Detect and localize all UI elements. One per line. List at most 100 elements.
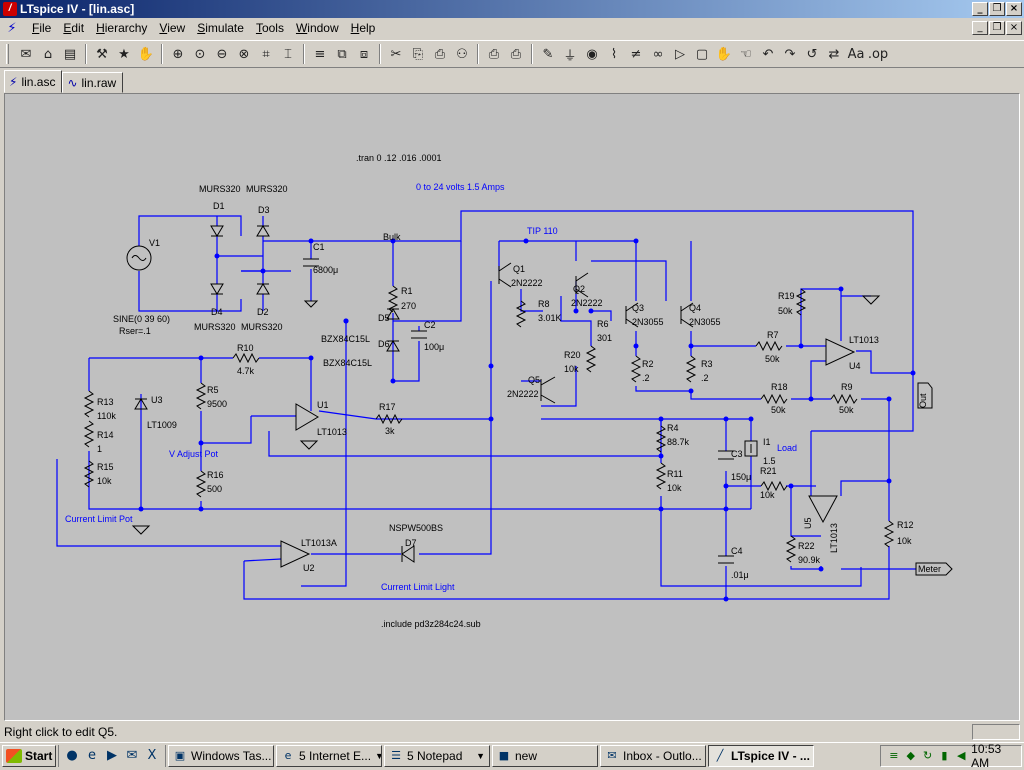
wires[interactable] xyxy=(56,210,916,600)
tab-lin-asc[interactable]: ⚡lin.asc xyxy=(4,70,63,93)
label-c4-value[interactable]: .01μ xyxy=(731,570,749,580)
label-v1-value[interactable]: SINE(0 39 60) xyxy=(113,314,170,324)
label-q5[interactable]: Q5 xyxy=(528,375,540,385)
media-player-icon[interactable]: ▶ xyxy=(107,747,117,763)
label-r1-value[interactable]: 270 xyxy=(401,301,416,311)
chevron-down-icon[interactable]: ▼ xyxy=(476,750,485,761)
mdi-close-button[interactable]: × xyxy=(1006,21,1022,35)
control-panel-icon[interactable]: ⚒ xyxy=(96,46,108,62)
label-r9[interactable]: R9 xyxy=(841,382,853,392)
comment-spec[interactable]: 0 to 24 volts 1.5 Amps xyxy=(416,182,505,192)
label-r13-value[interactable]: 110k xyxy=(97,411,116,421)
label-r14[interactable]: R14 xyxy=(97,430,114,440)
label-r10-value[interactable]: 4.7k xyxy=(237,366,255,376)
comment-v-adjust-pot[interactable]: V Adjust Pot xyxy=(169,449,219,459)
drag-icon[interactable]: ☜ xyxy=(740,46,752,62)
mdi-restore-button[interactable]: ❐ xyxy=(989,21,1005,35)
minimize-button[interactable]: _ xyxy=(972,2,988,16)
label-u2[interactable]: U2 xyxy=(303,563,315,573)
label-r19-value[interactable]: 50k xyxy=(778,306,793,316)
label-d3-model[interactable]: MURS320 xyxy=(246,184,288,194)
comment-current-limit-light[interactable]: Current Limit Light xyxy=(381,582,455,592)
label-r22[interactable]: R22 xyxy=(798,541,815,551)
label-i1-value[interactable]: 1.5 xyxy=(763,456,776,466)
taskbar-button[interactable]: ■new xyxy=(492,744,598,767)
label-out[interactable]: Out xyxy=(918,393,928,408)
label-r18[interactable]: R18 xyxy=(771,382,788,392)
label-c1[interactable]: C1 xyxy=(313,242,325,252)
label-q3-model[interactable]: 2N3055 xyxy=(632,317,664,327)
zoom-out-icon[interactable]: ⊖ xyxy=(216,46,228,62)
toolbar-grip[interactable] xyxy=(6,44,9,64)
label-r20-value[interactable]: 10k xyxy=(564,364,579,374)
label-r12-value[interactable]: 10k xyxy=(897,536,912,546)
inductor-icon[interactable]: ∞ xyxy=(652,46,664,62)
label-d5-model[interactable]: BZX84C15L xyxy=(321,334,370,344)
schematic-labels[interactable]: .tran 0 .12 .016 .0001 .include pd3z284c… xyxy=(97,153,941,629)
schematic-icon[interactable]: ⚡ xyxy=(7,20,17,35)
label-u4[interactable]: U4 xyxy=(849,361,861,371)
label-r19[interactable]: R19 xyxy=(778,291,795,301)
label-c1-value[interactable]: 6800μ xyxy=(313,265,338,275)
label-d7[interactable]: D7 xyxy=(405,538,417,548)
run-icon[interactable]: ★ xyxy=(118,46,130,62)
directive-include[interactable]: .include pd3z284c24.sub xyxy=(381,619,481,629)
menu-view[interactable]: View xyxy=(159,21,186,35)
spice-directive-icon[interactable]: .op xyxy=(867,46,889,62)
label-r12[interactable]: R12 xyxy=(897,520,914,530)
label-meter[interactable]: Meter xyxy=(918,564,941,574)
label-r6[interactable]: R6 xyxy=(597,319,609,329)
label-d4[interactable]: D4 xyxy=(211,307,223,317)
undo-icon[interactable]: ↶ xyxy=(762,46,774,62)
pan-icon[interactable]: ✋ xyxy=(137,46,155,62)
label-c2[interactable]: C2 xyxy=(424,320,436,330)
open-icon[interactable]: ⌂ xyxy=(43,46,53,62)
label-r17-value[interactable]: 3k xyxy=(385,426,395,436)
label-u4-model[interactable]: LT1013 xyxy=(849,335,879,345)
label-r4-value[interactable]: 88.7k xyxy=(667,437,690,447)
label-r8-value[interactable]: 3.01K xyxy=(538,313,562,323)
label-r3[interactable]: R3 xyxy=(701,359,713,369)
tab-lin-raw[interactable]: ∿lin.raw xyxy=(62,72,124,93)
label-r7-value[interactable]: 50k xyxy=(765,354,780,364)
battery-icon[interactable]: ▮ xyxy=(941,749,948,762)
label-i1[interactable]: I1 xyxy=(763,437,771,447)
capacitor-icon[interactable]: ≠ xyxy=(630,46,642,62)
ltspice-icon[interactable]: / xyxy=(3,2,17,16)
close-button[interactable]: × xyxy=(1006,2,1022,16)
ground-icon[interactable]: ⏚ xyxy=(563,48,577,64)
label-q5-model[interactable]: 2N2222 xyxy=(507,389,539,399)
label-r16-value[interactable]: 500 xyxy=(207,484,222,494)
label-c4[interactable]: C4 xyxy=(731,546,743,556)
firefox-icon[interactable]: ● xyxy=(66,747,78,763)
chevron-down-icon[interactable]: ▼ xyxy=(375,751,381,761)
cut-icon[interactable]: ✂ xyxy=(390,46,402,62)
grid-icon[interactable]: ⌗ xyxy=(262,46,270,62)
excel-icon[interactable]: X xyxy=(147,747,157,763)
taskbar-button[interactable]: ╱LTspice IV - ... xyxy=(708,744,814,767)
schematic-canvas[interactable]: .tran 0 .12 .016 .0001 .include pd3z284c… xyxy=(4,93,1020,721)
label-r11[interactable]: R11 xyxy=(667,469,683,479)
label-c3-value[interactable]: 150μ xyxy=(731,472,751,482)
label-q4-model[interactable]: 2N3055 xyxy=(689,317,721,327)
schematic-comments[interactable]: 0 to 24 volts 1.5 Amps TIP 110 V Adjust … xyxy=(65,182,797,592)
paste-icon[interactable]: ⎙ xyxy=(434,46,446,62)
directive-tran[interactable]: .tran 0 .12 .016 .0001 xyxy=(356,153,442,163)
label-q3[interactable]: Q3 xyxy=(632,303,644,313)
mdi-minimize-button[interactable]: _ xyxy=(972,21,988,35)
label-v1-rser[interactable]: Rser=.1 xyxy=(119,326,151,336)
resistor-icon[interactable]: ⌇ xyxy=(610,46,618,62)
mirror-icon[interactable]: ⇄ xyxy=(828,46,840,62)
label-r22-value[interactable]: 90.9k xyxy=(798,555,821,565)
menu-help[interactable]: Help xyxy=(350,21,376,35)
label-d6-model[interactable]: BZX84C15L xyxy=(323,358,372,368)
comment-tip110[interactable]: TIP 110 xyxy=(527,226,558,236)
label-r16[interactable]: R16 xyxy=(207,470,224,480)
label-r20[interactable]: R20 xyxy=(564,350,581,360)
menu-simulate[interactable]: Simulate xyxy=(197,21,244,35)
label-v1[interactable]: V1 xyxy=(149,238,160,248)
find-icon[interactable]: ⚇ xyxy=(456,46,468,62)
label-d3[interactable]: D3 xyxy=(258,205,270,215)
label-r21[interactable]: R21 xyxy=(760,466,777,476)
label-r10[interactable]: R10 xyxy=(237,343,254,353)
